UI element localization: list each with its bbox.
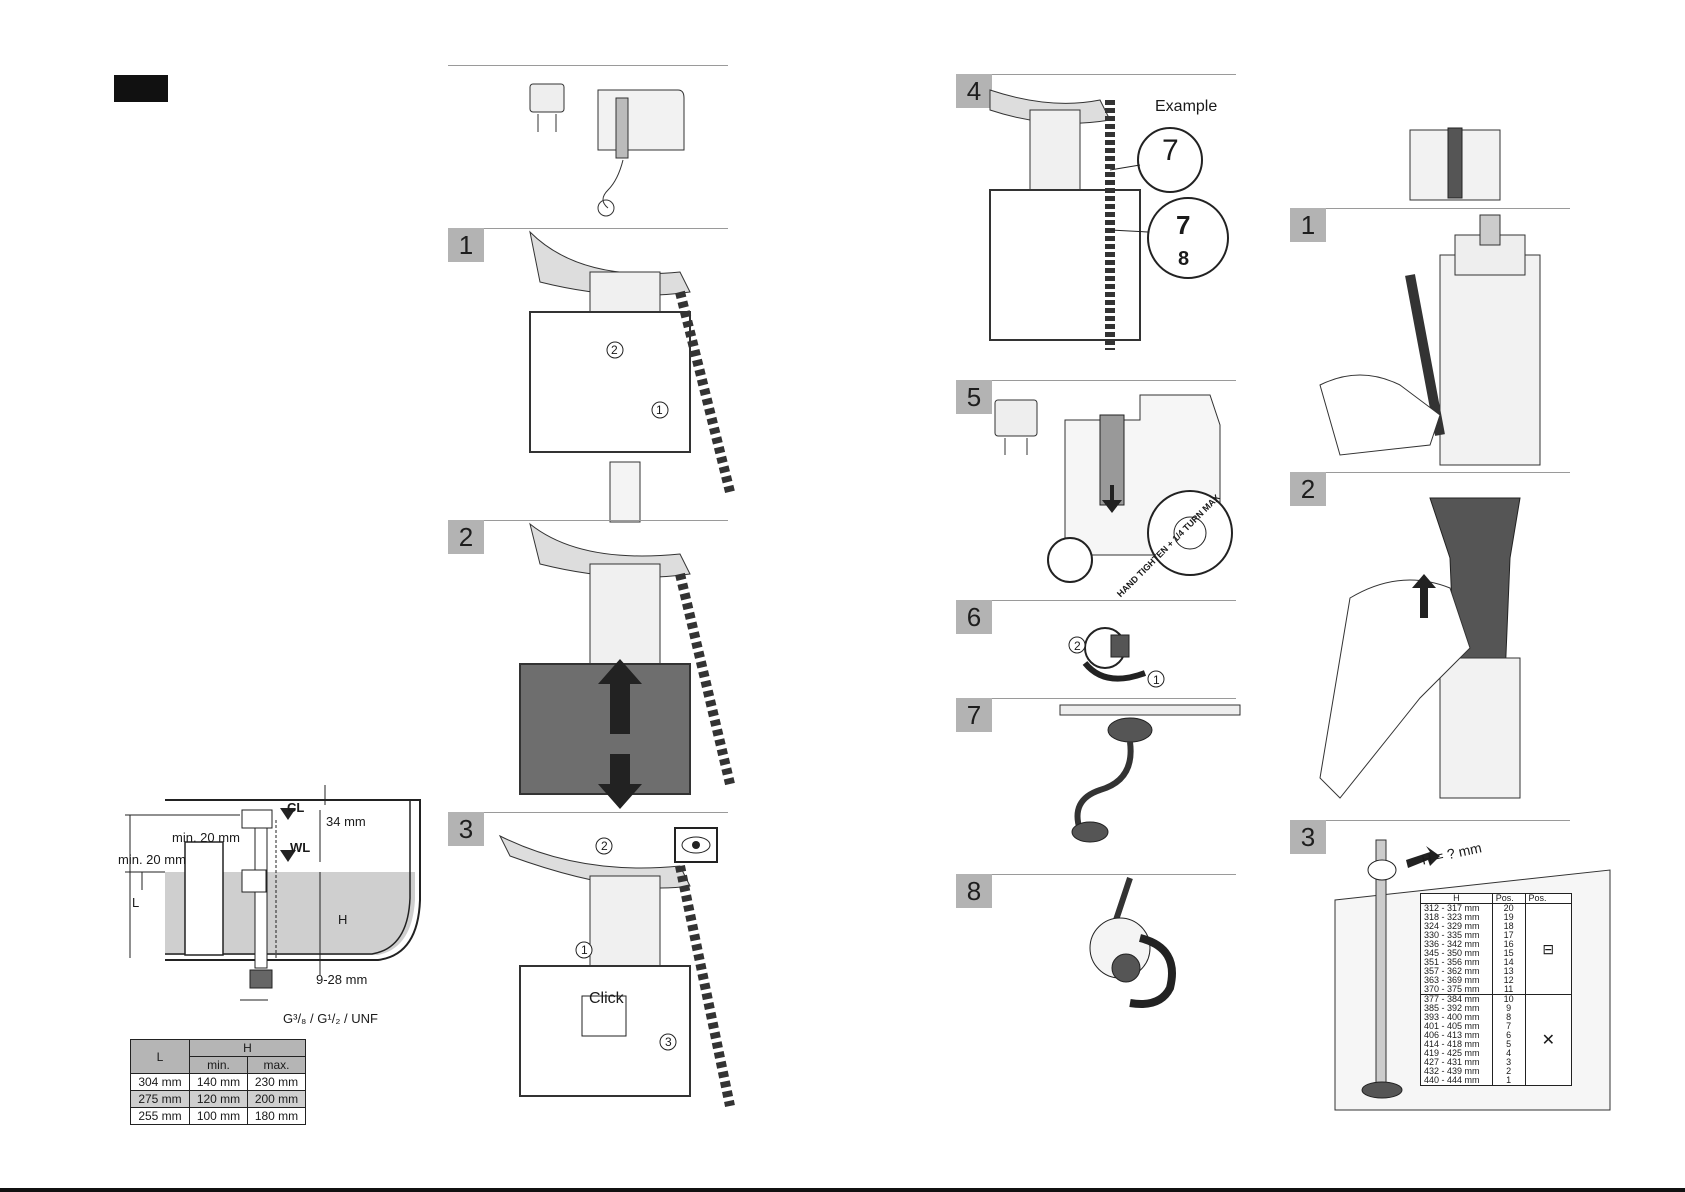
- circle-label: 1: [656, 403, 663, 417]
- thread-label: G³/₈ / G¹/₂ / UNF: [283, 1011, 378, 1026]
- col-max-header: max.: [247, 1056, 306, 1074]
- step-8-illustration: [1089, 877, 1176, 1008]
- step-badge: 2: [1290, 472, 1326, 506]
- tank-dimension-diagram: [125, 785, 421, 1001]
- min20-label-b: min. 20 mm: [118, 852, 186, 867]
- divider: [448, 65, 728, 66]
- step-badge: 2: [448, 520, 484, 554]
- col-min-header: min.: [189, 1056, 248, 1074]
- divider: [448, 520, 728, 521]
- step-badge: 1: [1290, 208, 1326, 242]
- circle-label: 2: [611, 343, 618, 357]
- step-badge: 3: [448, 812, 484, 846]
- step-2-illustration: [519, 522, 735, 809]
- step-badge: 1: [448, 228, 484, 262]
- min20-label-a: min. 20 mm: [172, 830, 240, 845]
- zoom-digit-8: 8: [1178, 248, 1190, 270]
- step-2b-illustration: [1319, 497, 1521, 799]
- zoom-digit-7: 7: [1176, 210, 1191, 240]
- dimensions-table: L H min. max. 304 mm 140 mm 230 mm 275 m…: [130, 1039, 306, 1125]
- dim-34-label: 34 mm: [326, 814, 366, 829]
- step-badge: 8: [956, 874, 992, 908]
- col-h-header: H: [189, 1039, 306, 1057]
- divider: [956, 380, 1236, 381]
- step-badge: 6: [956, 600, 992, 634]
- step-3-illustration: [498, 827, 735, 1108]
- divider: [956, 698, 1236, 699]
- pos-header-a: Pos.: [1491, 893, 1526, 904]
- divider: [448, 812, 728, 813]
- pos-header-b: Pos.: [1524, 893, 1573, 904]
- h-header: H: [1420, 893, 1493, 904]
- example-digit: 7: [1162, 134, 1179, 167]
- divider: [956, 74, 1236, 75]
- upright-float-icon: ⊟: [1524, 903, 1573, 995]
- divider: [956, 600, 1236, 601]
- language-tab: [114, 75, 168, 102]
- divider: [448, 228, 728, 229]
- click-label: Click: [589, 990, 624, 1007]
- step-badge: 4: [956, 74, 992, 108]
- step-5-illustration: [994, 394, 1233, 583]
- table-row: 255 mm 100 mm 180 mm: [130, 1107, 306, 1125]
- col-l-header: L: [130, 1039, 190, 1074]
- divider: [1290, 208, 1570, 209]
- cl-label: CL: [287, 800, 305, 815]
- divider: [956, 874, 1236, 875]
- circle-label: 2: [601, 839, 608, 853]
- l-label: L: [132, 895, 140, 910]
- wl-label: WL: [290, 840, 311, 855]
- circle-label: 3: [665, 1035, 672, 1049]
- cistern-top-illustration: [1409, 127, 1501, 201]
- step-4-illustration: [989, 89, 1229, 350]
- circle-label: 1: [1153, 673, 1160, 687]
- step-badge: 3: [1290, 820, 1326, 854]
- table-row: 275 mm 120 mm 200 mm: [130, 1090, 306, 1108]
- example-label: Example: [1155, 98, 1218, 115]
- bottom-border: [0, 1188, 1685, 1192]
- step-1b-illustration: [1319, 214, 1541, 466]
- table-row: 304 mm 140 mm 230 mm: [130, 1073, 306, 1091]
- step-1-illustration: [529, 230, 735, 523]
- step-6-illustration: [1068, 627, 1165, 688]
- step-badge: 5: [956, 380, 992, 414]
- step-7-illustration: [1059, 704, 1241, 843]
- parts-illustration: [529, 83, 685, 217]
- crossed-float-icon: ✕: [1524, 994, 1573, 1086]
- divider: [1290, 472, 1570, 473]
- circle-label: 2: [1074, 639, 1081, 653]
- divider: [1290, 820, 1570, 821]
- step-badge: 7: [956, 698, 992, 732]
- circle-label: 1: [581, 943, 588, 957]
- h-label: H: [338, 912, 348, 927]
- dim-9-28-label: 9-28 mm: [316, 972, 368, 987]
